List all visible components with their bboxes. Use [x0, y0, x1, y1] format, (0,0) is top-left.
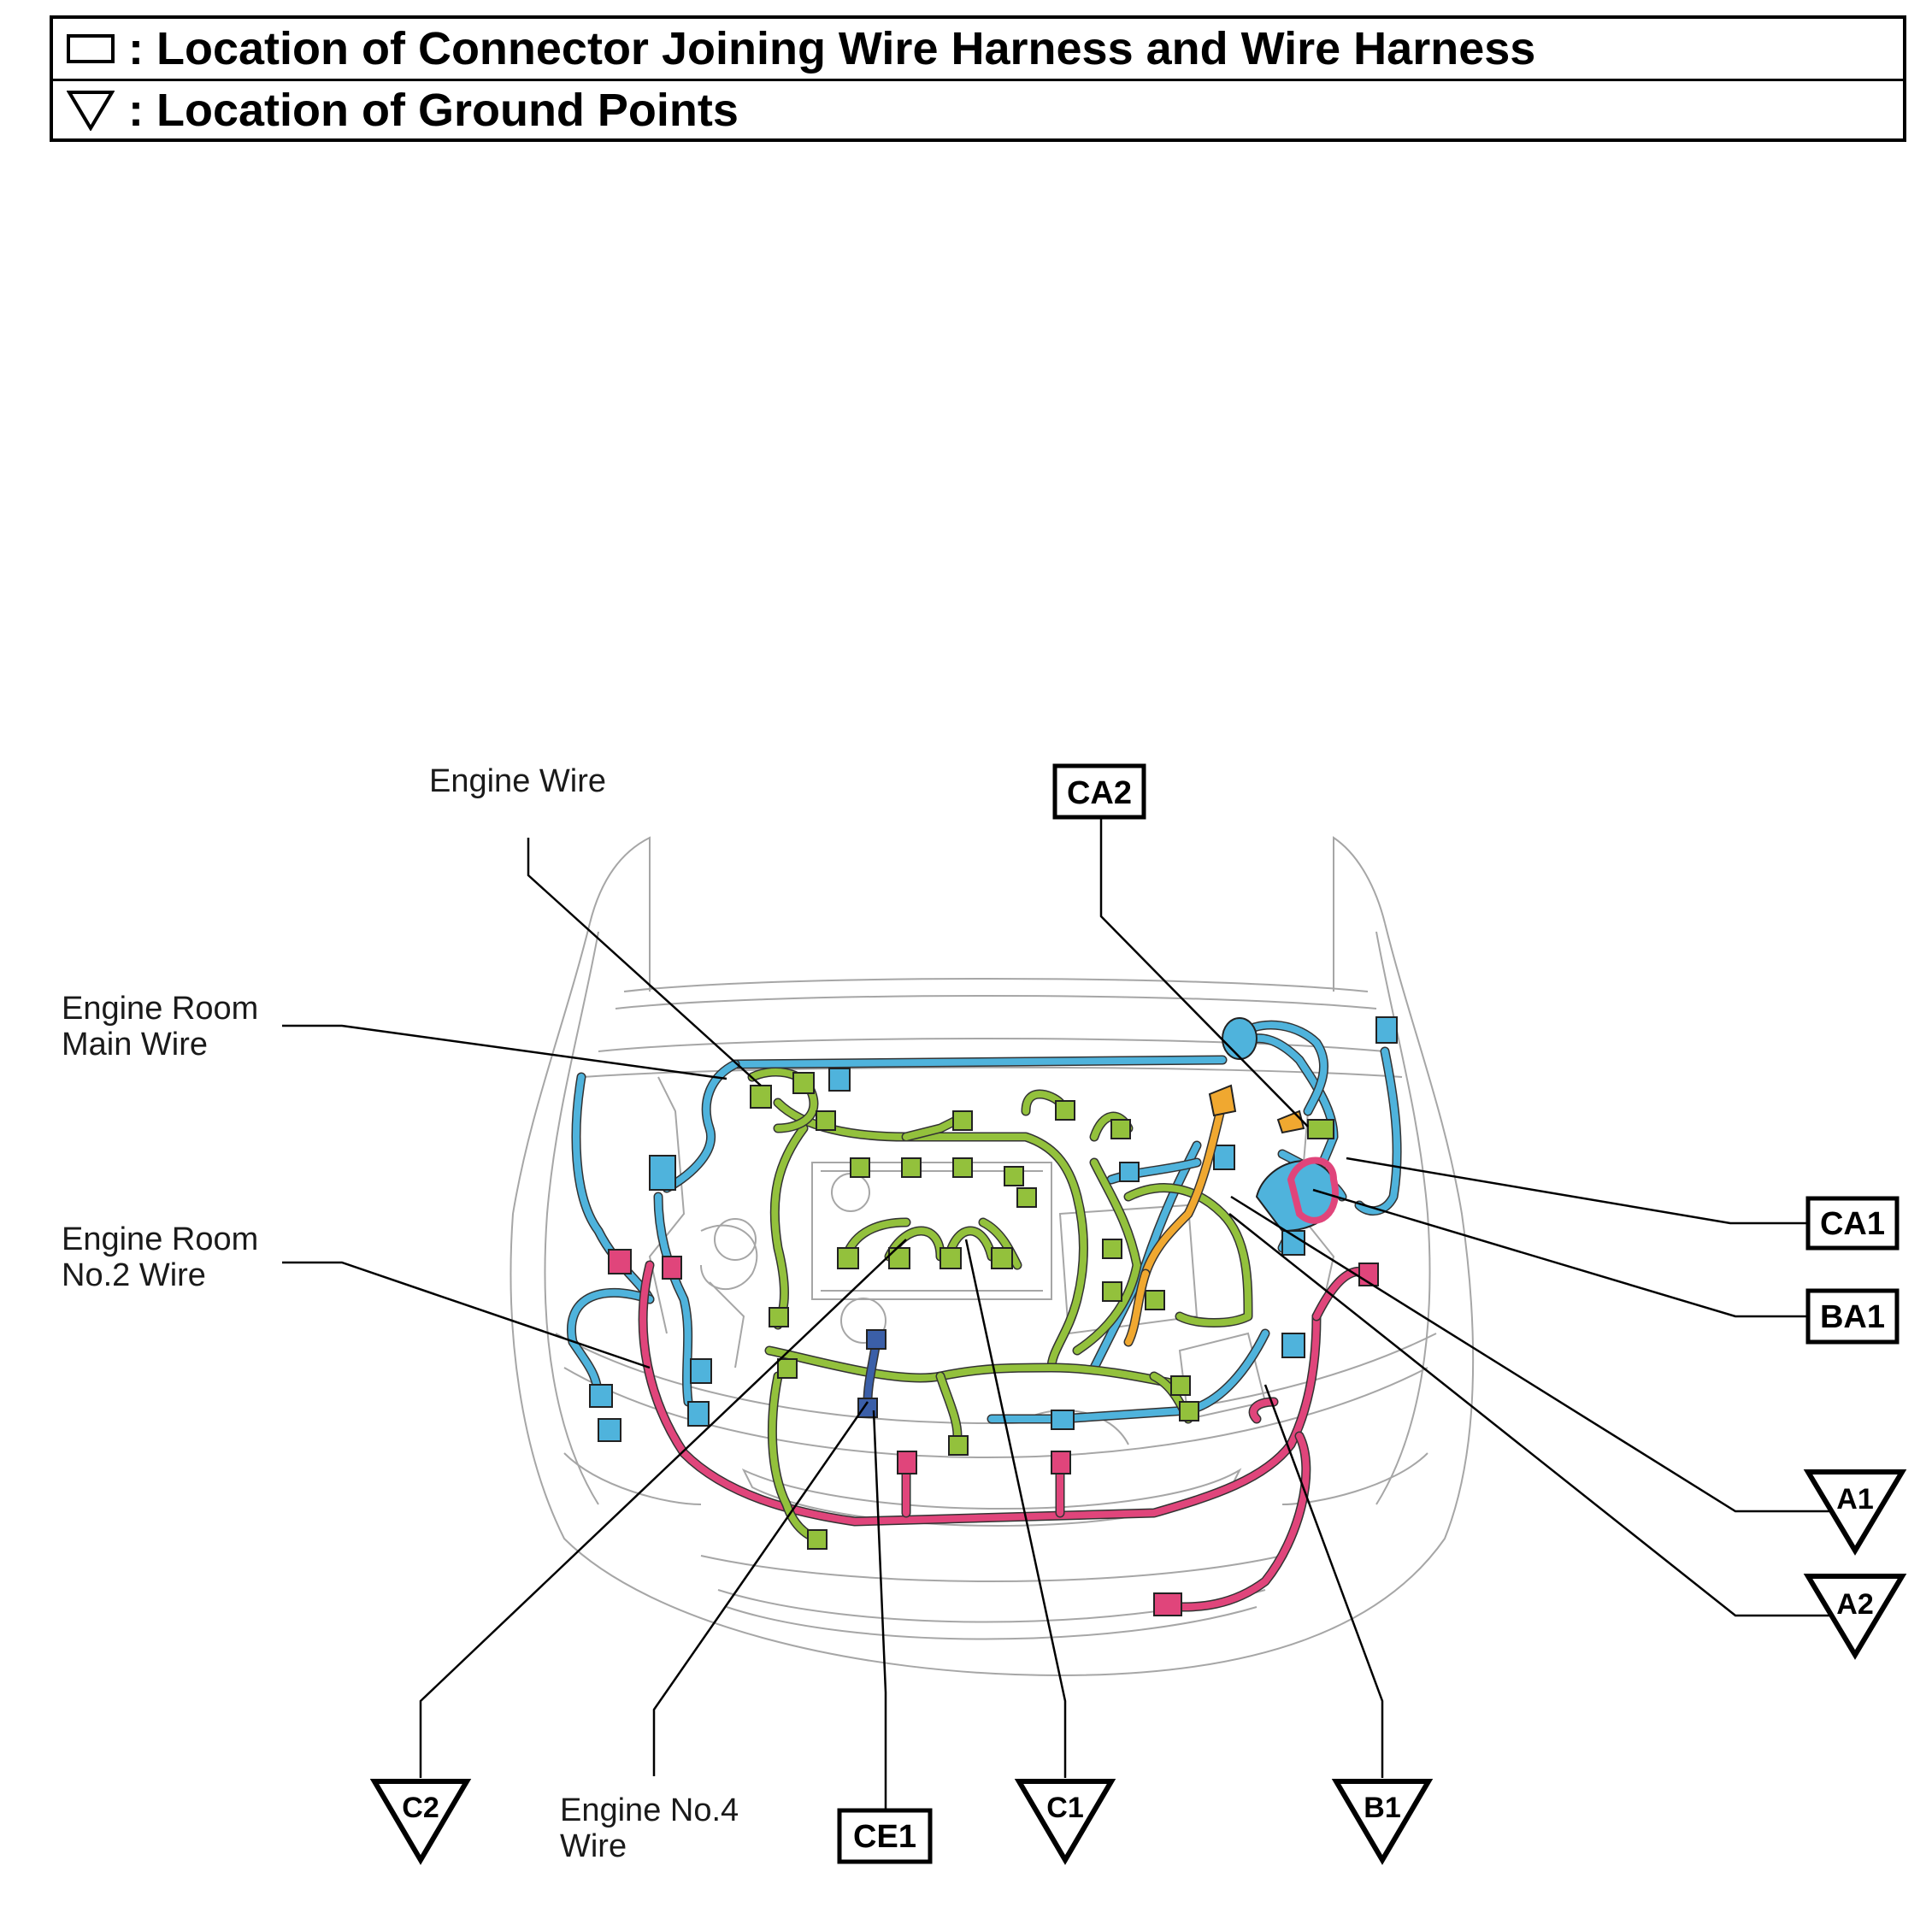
- ground-point-c2: C2: [369, 1779, 472, 1865]
- label-engine-room-no2-wire-2: No.2 Wire: [62, 1257, 206, 1293]
- legend-row-ground: : Location of Ground Points: [53, 80, 1903, 140]
- connector-tag-ba1-label: BA1: [1820, 1299, 1885, 1335]
- ground-point-b1: B1: [1331, 1779, 1434, 1865]
- label-engine-no4-wire-1: Engine No.4: [560, 1792, 739, 1828]
- ground-point-a1: A1: [1803, 1469, 1907, 1556]
- ground-triangle-icon: [65, 89, 116, 132]
- label-engine-wire: Engine Wire: [429, 763, 606, 799]
- connector-tag-ca2: CA2: [1052, 763, 1146, 820]
- ground-point-a1-label: A1: [1836, 1483, 1873, 1516]
- legend-ground-text: : Location of Ground Points: [128, 85, 739, 136]
- ground-point-c1-label: C1: [1046, 1792, 1083, 1824]
- label-engine-room-main-wire-2: Main Wire: [62, 1027, 208, 1062]
- ground-point-a2: A2: [1803, 1574, 1907, 1660]
- connector-tag-ba1: BA1: [1805, 1288, 1900, 1345]
- connector-tag-ca1: CA1: [1805, 1196, 1900, 1251]
- label-engine-no4-wire-2: Wire: [560, 1828, 627, 1864]
- connector-tag-ce1: CE1: [837, 1808, 933, 1864]
- vehicle-outline: [510, 836, 1475, 1677]
- legend-connector-text: : Location of Connector Joining Wire Har…: [128, 23, 1536, 74]
- legend-box: : Location of Connector Joining Wire Har…: [50, 15, 1906, 142]
- ground-point-c2-label: C2: [402, 1792, 439, 1824]
- legend-row-connector: : Location of Connector Joining Wire Har…: [53, 19, 1903, 81]
- leader-lines: [282, 817, 1838, 1810]
- label-engine-room-main-wire-1: Engine Room: [62, 991, 258, 1027]
- engine-wire: [747, 1067, 1334, 1550]
- engine-no4-wire: [857, 1329, 886, 1418]
- ground-point-a2-label: A2: [1836, 1588, 1873, 1621]
- connector-rectangle-icon: [65, 27, 116, 70]
- battery-cable: [1123, 1084, 1305, 1347]
- connector-tag-ca2-label: CA2: [1067, 775, 1132, 811]
- ground-point-c1: C1: [1014, 1779, 1116, 1865]
- engine-room-main-wire: [567, 1016, 1402, 1442]
- connector-tag-ca1-label: CA1: [1820, 1206, 1885, 1242]
- engine-room-no2-wire: [608, 1157, 1379, 1616]
- connector-tag-ce1-label: CE1: [853, 1819, 916, 1855]
- ground-point-b1-label: B1: [1364, 1792, 1400, 1824]
- label-engine-room-no2-wire-1: Engine Room: [62, 1221, 258, 1257]
